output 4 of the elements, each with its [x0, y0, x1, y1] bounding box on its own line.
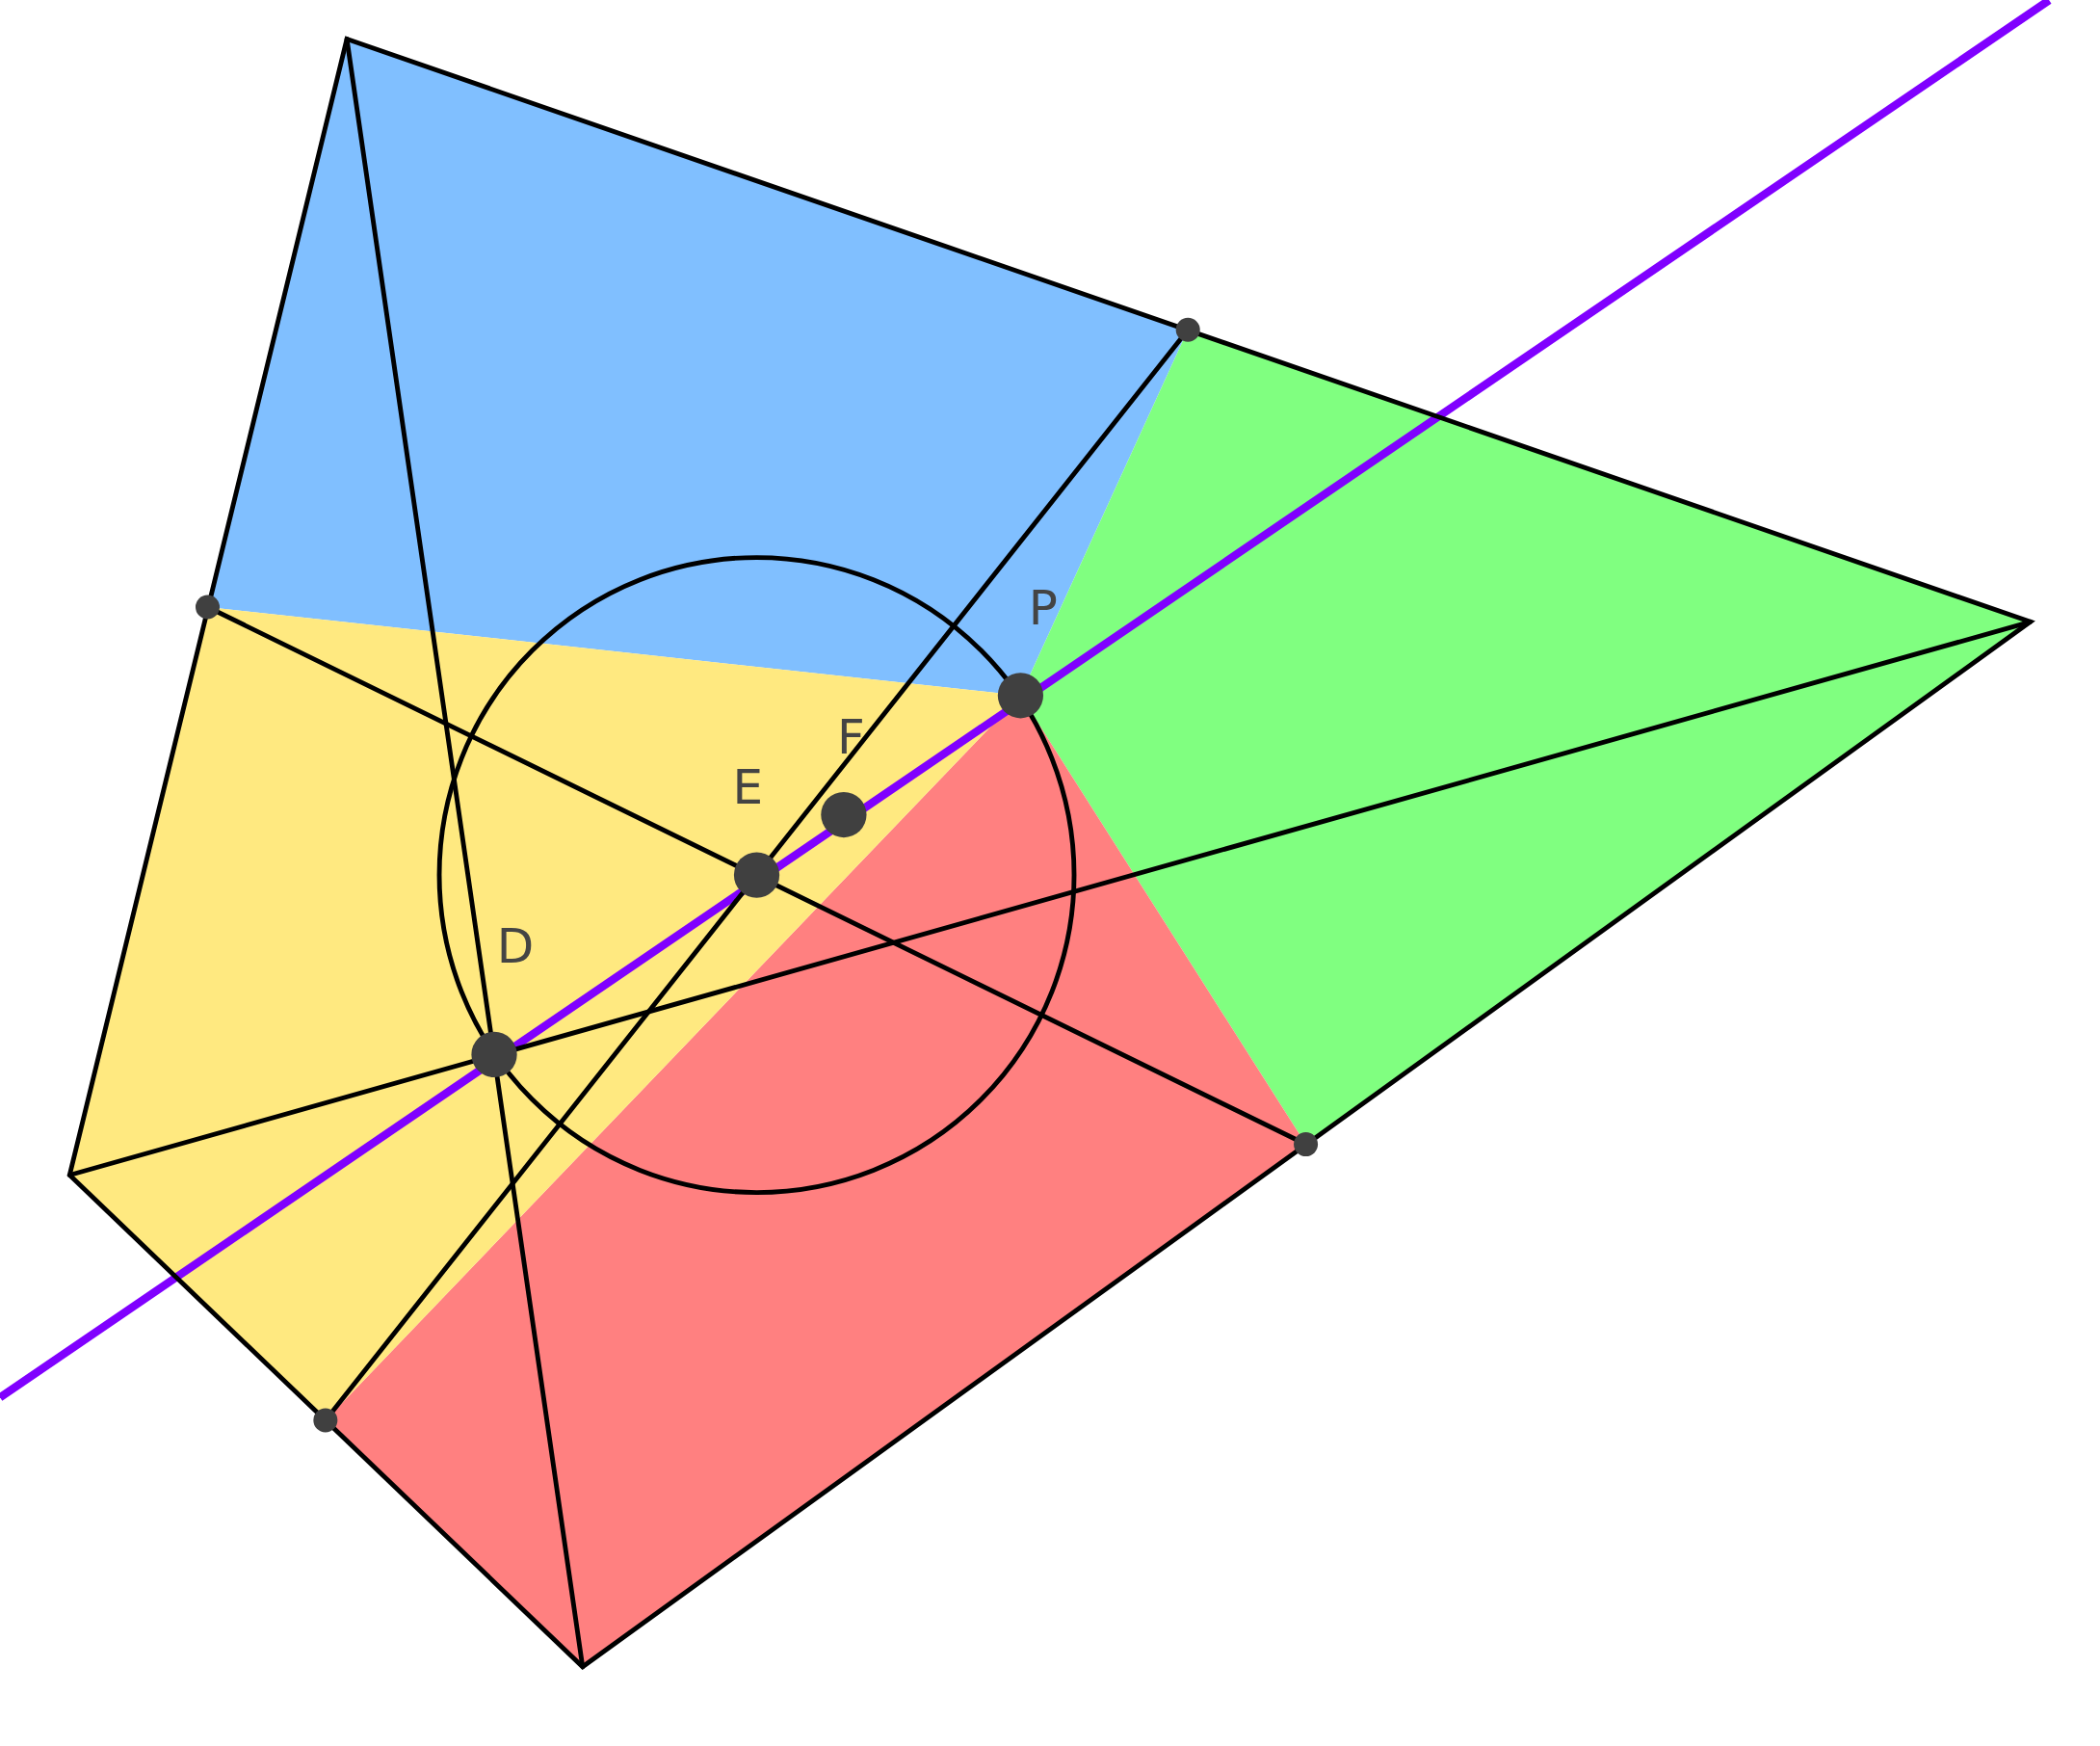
point-label: E — [732, 763, 764, 812]
point-label: D — [496, 921, 535, 970]
point-label: P — [1028, 584, 1058, 633]
point-label: F — [836, 712, 865, 761]
